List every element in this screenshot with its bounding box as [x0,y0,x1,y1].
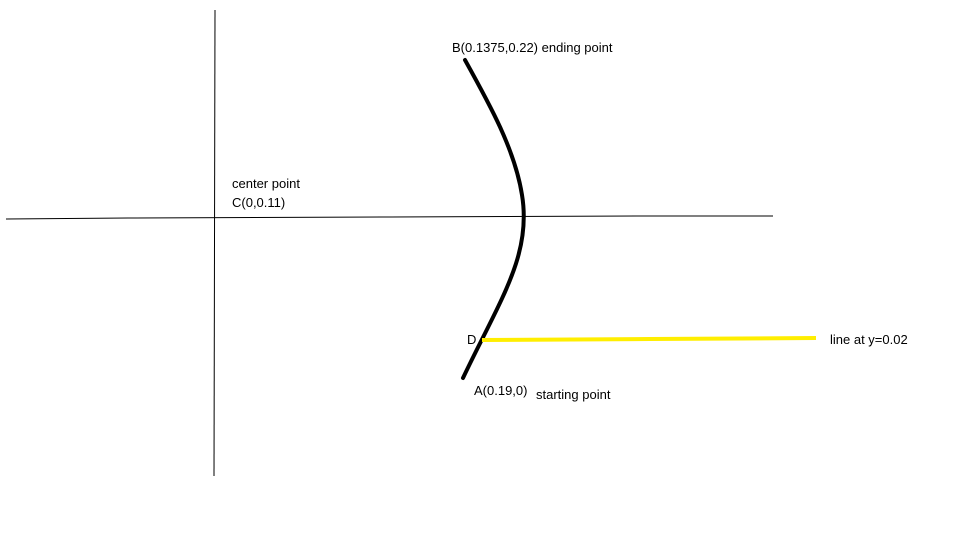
yellow-line-label: line at y=0.02 [830,332,908,347]
yellow-line [481,336,817,342]
arc-curve [461,58,526,380]
vertical-axis [213,9,216,477]
point-a-label: A(0.19,0) [474,383,528,398]
point-b-coords: B(0.1375,0.22) [452,40,539,55]
point-b-description: ending point [541,40,613,55]
point-d-label: D [467,332,477,347]
center-point-coords: C(0,0.11) [232,195,286,210]
horizontal-axis [5,215,773,220]
point-b-label: B(0.1375,0.22) ending point [452,40,612,55]
center-point-label: center point [232,176,300,191]
point-a-description: starting point [536,387,611,402]
